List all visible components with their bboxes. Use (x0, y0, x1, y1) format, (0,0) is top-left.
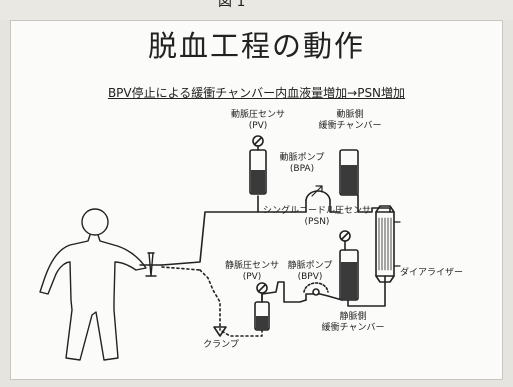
venous-line-3 (261, 281, 307, 303)
venous-line-2 (305, 293, 343, 301)
page-header: 図 1 (0, 0, 513, 20)
label-text: シングルニードル圧センサ (262, 206, 371, 216)
label-arterial-buffer-chamber: 動脈側 緩衝チャンバー (312, 110, 388, 132)
patient-figure (39, 208, 147, 361)
label-text: ダイアライザー (400, 268, 464, 278)
label-abbr: (BPV) (297, 272, 323, 282)
label-arterial-pressure-sensor: 動脈圧センサ (PV) (228, 110, 288, 132)
label-dialyzer: ダイアライザー (400, 268, 468, 279)
access-needle (139, 252, 163, 277)
label-abbr: (PV) (248, 121, 268, 131)
arterial-line-to-dialyzer (357, 194, 391, 213)
arterial-buffer-chamber-blood (341, 165, 357, 195)
arterial-pressure-sensor-blood (251, 170, 265, 194)
label-text: 静脈ポンプ (287, 261, 333, 271)
venous-buffer-chamber-blood (341, 262, 357, 300)
venous-line-1 (347, 275, 386, 307)
diagram-title: 脱血工程の動作 (147, 29, 365, 63)
label-abbr: (PSN) (304, 217, 330, 227)
diagram-subtitle: BPV停止による緩衝チャンバー内血液量増加→PSN増加 (107, 86, 406, 100)
label-clamp: クランプ (196, 340, 246, 351)
venous-line-dotted (219, 329, 263, 337)
label-text: 静脈側 (339, 312, 367, 322)
arterial-line (161, 195, 259, 266)
label-single-needle-sensor: シングルニードル圧センサ (PSN) (262, 206, 372, 228)
label-text: 静脈圧センサ (224, 261, 279, 271)
label-venous-buffer-chamber: 静脈側 緩衝チャンバー (318, 312, 388, 334)
venous-pump-icon (303, 282, 329, 296)
label-arterial-pump: 動脈ポンプ (BPA) (275, 153, 329, 175)
label-venous-pump: 静脈ポンプ (BPV) (284, 261, 336, 283)
dialyzer-icon (375, 205, 401, 283)
label-text: 動脈圧センサ (230, 110, 285, 120)
label-text: 緩衝チャンバー (318, 121, 382, 131)
label-text: 緩衝チャンバー (321, 323, 385, 333)
venous-pressure-sensor-blood (256, 316, 268, 330)
single-needle-pressure-sensor (339, 230, 351, 251)
label-abbr: (PV) (242, 272, 262, 282)
clamp-icon (213, 326, 227, 337)
label-text: 動脈ポンプ (279, 153, 325, 163)
label-abbr: (BPA) (289, 164, 315, 174)
arterial-pump-icon (305, 185, 331, 201)
label-text: クランプ (203, 340, 239, 350)
venous-line-return (199, 269, 221, 331)
label-text: 動脈側 (336, 110, 364, 120)
figure-caption: 図 1 (218, 0, 246, 10)
label-venous-pressure-sensor: 静脈圧センサ (PV) (220, 261, 284, 283)
arterial-line-pump (257, 199, 341, 213)
